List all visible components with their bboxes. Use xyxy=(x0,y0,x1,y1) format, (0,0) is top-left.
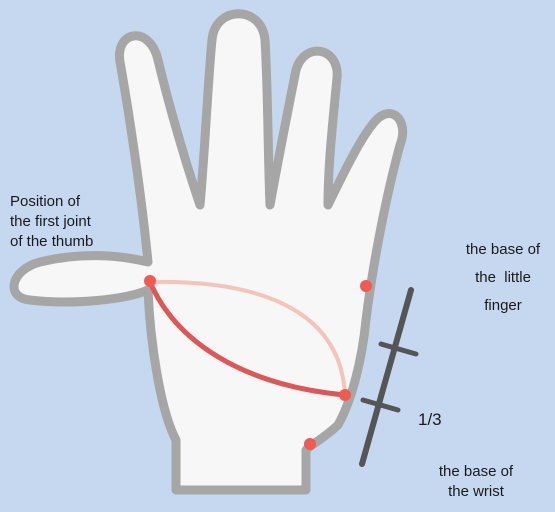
little-finger-base-label: the base of the little finger xyxy=(451,240,555,316)
little-finger-base-point xyxy=(360,280,372,292)
wrist-base-point xyxy=(304,438,316,450)
thumb-joint-label-line-1: Position of xyxy=(10,192,93,212)
fraction-label: 1/3 xyxy=(418,410,442,430)
thumb-joint-label-line-2: the first joint xyxy=(10,212,93,232)
thumb-joint-point xyxy=(144,275,156,287)
ruler-tick-upper xyxy=(381,344,416,354)
curve-end-point xyxy=(339,389,351,401)
wrist-label-line-1: the base of xyxy=(418,462,534,482)
little-finger-label-line-3: finger xyxy=(451,296,555,316)
thumb-joint-label: Position of the first joint of the thumb xyxy=(10,192,93,252)
wrist-label-line-2: the wrist xyxy=(418,482,534,502)
little-finger-label-line-2: the little xyxy=(451,268,555,288)
little-finger-label-line-1: the base of xyxy=(451,240,555,260)
wrist-base-label: the base of the wrist xyxy=(418,462,534,502)
thumb-joint-label-line-3: of the thumb xyxy=(10,232,93,252)
